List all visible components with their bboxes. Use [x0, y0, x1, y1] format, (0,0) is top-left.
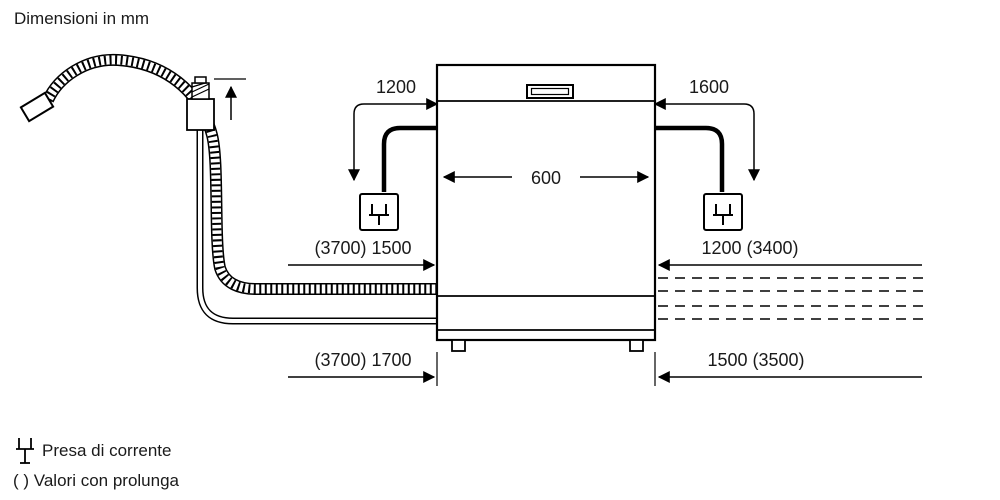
legend-extension-label: ( ) Valori con prolunga — [13, 471, 180, 490]
hose-bottom-left-dimension: (3700) 1700 — [288, 350, 436, 383]
plug-fork-icon-legend — [16, 438, 34, 464]
power-cord-right-group: 1600 — [653, 77, 760, 231]
water-tap — [186, 76, 246, 131]
cord-left-dimension-arrow — [348, 98, 439, 182]
width-dimension-label: 600 — [531, 168, 561, 188]
plug-fork-icon-left — [369, 204, 389, 225]
dishwasher-foot-left — [451, 339, 466, 352]
legend: Presa di corrente ( ) Valori con prolung… — [13, 438, 180, 490]
hose-bottom-left-label: (3700) 1700 — [314, 350, 411, 370]
cord-right-label: 1600 — [689, 77, 729, 97]
plug-fork-icon-right — [713, 204, 733, 225]
hose-mid-left-label: (3700) 1500 — [314, 238, 411, 258]
tap-cap — [194, 76, 207, 84]
hose-mid-left-dimension: (3700) 1500 — [288, 238, 436, 271]
inlet-hose-inner — [198, 128, 436, 323]
socket-box-left — [359, 193, 399, 231]
dishwasher-body — [435, 63, 657, 342]
hose-mid-right-dimension: 1200 (3400) — [657, 238, 922, 271]
power-socket-left — [359, 193, 399, 231]
power-cord-left — [381, 125, 437, 192]
hose-bottom-right-label: 1500 (3500) — [707, 350, 804, 370]
dishwasher — [435, 63, 657, 352]
hose-bottom-right-dimension: 1500 (3500) — [657, 350, 922, 383]
legend-socket-label: Presa di corrente — [42, 441, 171, 460]
dishwasher-foot-right — [629, 339, 644, 352]
power-cord-right — [655, 125, 725, 192]
inlet-hose — [196, 128, 436, 325]
cord-left-label: 1200 — [376, 77, 416, 97]
drain-hose-end-connector — [19, 91, 55, 123]
drain-hose — [19, 53, 436, 295]
power-socket-right — [703, 193, 743, 231]
drain-hose-ribs — [43, 55, 436, 294]
dishwasher-control-panel-inner — [530, 87, 570, 96]
page-title: Dimensioni in mm — [14, 9, 149, 28]
tap-body — [186, 98, 215, 131]
socket-box-right — [703, 193, 743, 231]
extension-hoses-dashed — [658, 277, 924, 320]
hose-mid-right-label: 1200 (3400) — [701, 238, 798, 258]
power-cord-left-group: 1200 — [348, 77, 439, 231]
cord-right-dimension-arrow — [653, 98, 760, 182]
width-dimension: 600 — [442, 168, 650, 188]
